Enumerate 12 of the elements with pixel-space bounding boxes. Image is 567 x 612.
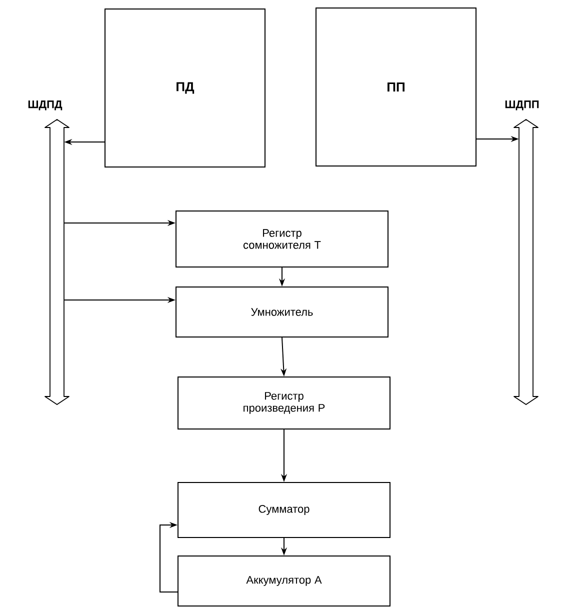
adder-box: Сумматор — [178, 482, 390, 538]
arrow — [160, 522, 178, 592]
unit-box: ПД — [104, 8, 266, 168]
unit-box: ПП — [316, 8, 476, 166]
register-box: Регистр произведения P — [178, 376, 390, 430]
bus-arrow — [514, 119, 538, 405]
bus-label: ШДПД — [28, 100, 62, 110]
register-box: Регистр сомножителя T — [176, 210, 388, 268]
bus-arrow — [44, 119, 70, 405]
multiplier-box: Умножитель — [176, 286, 388, 338]
bus-label: ШДПП — [505, 100, 539, 110]
accumulator-box: Аккумулятор A — [178, 556, 390, 606]
